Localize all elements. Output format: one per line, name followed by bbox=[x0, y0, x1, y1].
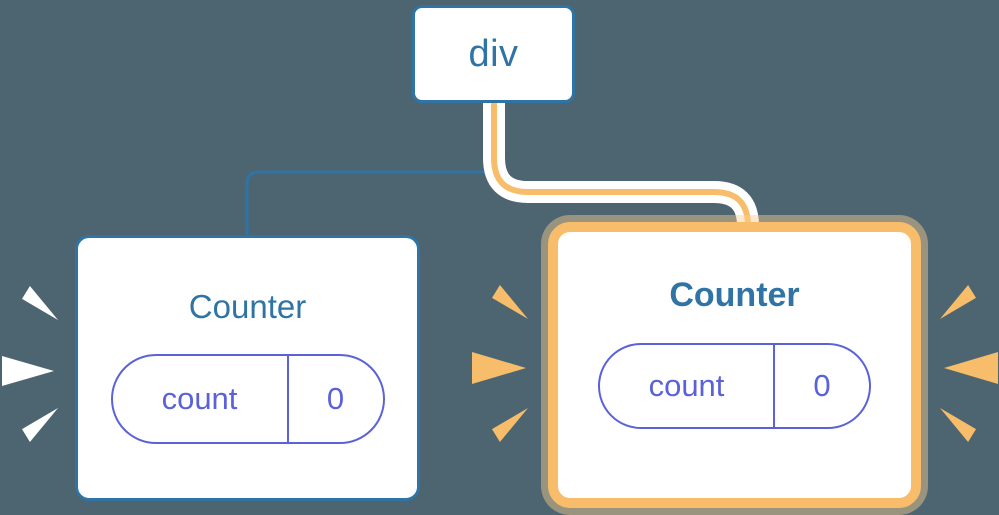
node-div-label: div bbox=[468, 32, 519, 75]
prop-pill-right: count 0 bbox=[598, 343, 871, 429]
prop-value-left: 0 bbox=[326, 381, 345, 416]
edge-div-to-counter-left bbox=[245, 103, 495, 236]
prop-name-right: count bbox=[648, 368, 725, 403]
node-div[interactable]: div bbox=[412, 5, 575, 103]
prop-divider-right bbox=[773, 345, 775, 427]
node-counter-left[interactable]: Counter count 0 bbox=[75, 235, 420, 501]
prop-pill-left: count 0 bbox=[110, 354, 385, 444]
node-counter-right-label: Counter bbox=[669, 276, 800, 314]
edge-div-to-counter-right bbox=[491, 103, 751, 238]
node-counter-right[interactable]: Counter count 0 bbox=[548, 222, 921, 508]
prop-divider-left bbox=[286, 356, 289, 442]
node-counter-left-label: Counter bbox=[188, 288, 307, 325]
edge-div-to-counter-right-halo bbox=[483, 103, 759, 238]
prop-value-right: 0 bbox=[813, 368, 831, 403]
prop-name-left: count bbox=[161, 381, 238, 416]
